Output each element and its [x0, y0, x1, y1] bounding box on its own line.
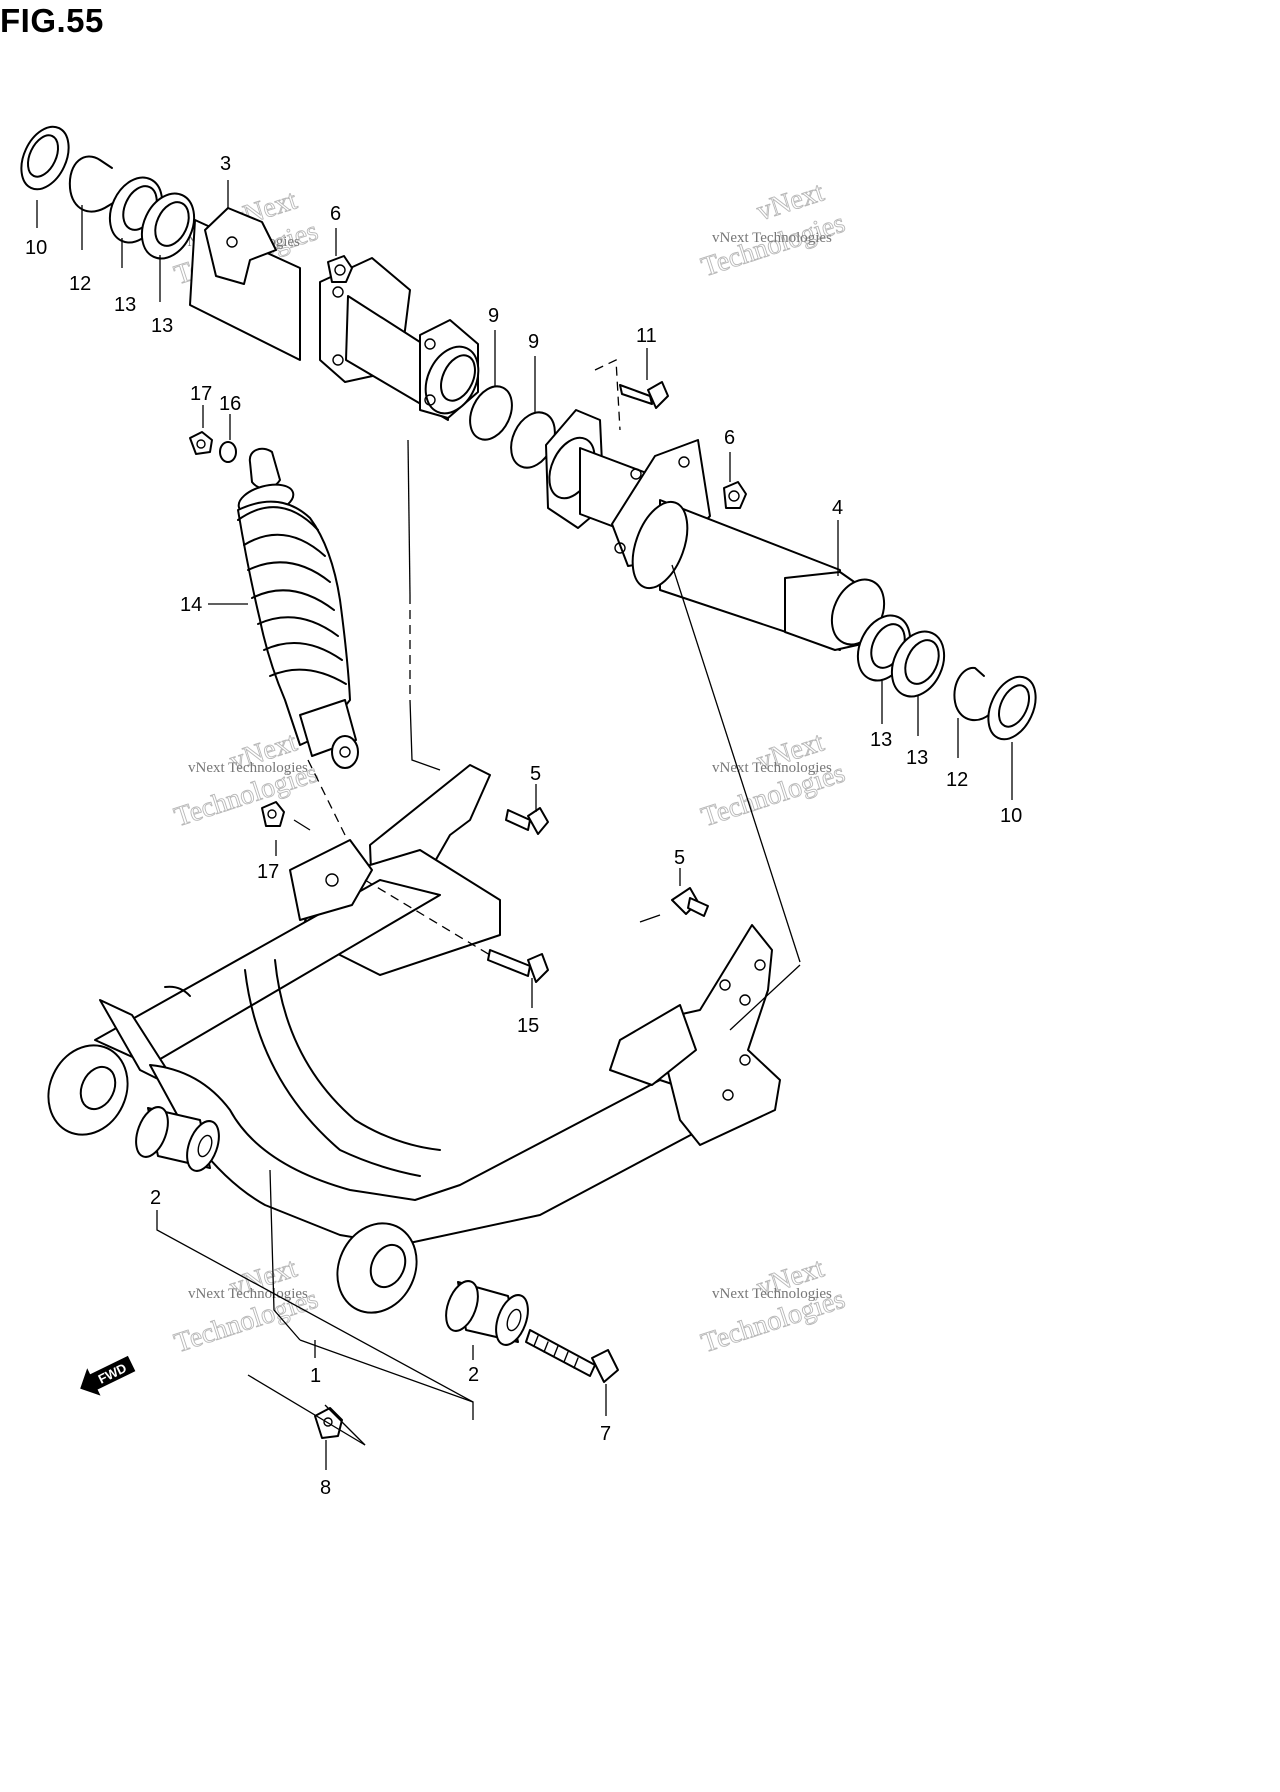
callout-leaders: [36, 180, 1013, 1470]
nut-17-bottom: [261, 801, 285, 827]
callout-2: 2: [150, 1187, 161, 1209]
axle-housing-right: [545, 409, 886, 651]
bushing-left: [135, 1106, 220, 1172]
bolt-11-guide: [594, 358, 621, 431]
callout-13: 13: [114, 294, 136, 316]
watermark-text: vNext Technologies: [712, 1286, 832, 1302]
swing-arm-right-plate: [654, 924, 781, 1146]
callout-2: 2: [468, 1364, 479, 1386]
callout-13: 13: [906, 747, 928, 769]
bearing-right-outer: [890, 630, 946, 698]
nut-right: [723, 481, 747, 509]
callout-12: 12: [69, 273, 91, 295]
callout-1: 1: [310, 1365, 321, 1387]
callout-5: 5: [530, 763, 541, 785]
figure-title: FIG.55: [0, 2, 104, 39]
swing-arm-right-boss: [336, 1222, 418, 1314]
watermark-text: vNext Technologies: [712, 760, 832, 776]
axle-housing-left: [189, 207, 480, 421]
callout-numbers: 10 12 13 13 3 6 9 9 11 6 4 17 16 14 13 1…: [25, 153, 1022, 1499]
watermark-text: vNext Technologies: [188, 760, 308, 776]
swing-arm-body: [149, 1064, 701, 1246]
callout-5: 5: [674, 847, 685, 869]
callout-7: 7: [600, 1423, 611, 1445]
watermark: Technologies vNext: [697, 726, 849, 833]
callout-12: 12: [946, 769, 968, 791]
bearing-left-inner: [140, 192, 196, 260]
callout-3: 3: [220, 153, 231, 175]
right-axle-housing-group: [510, 358, 1037, 741]
callout-4: 4: [832, 497, 843, 519]
callout-11: 11: [636, 325, 657, 347]
callout-10: 10: [25, 237, 47, 259]
washer-16: [219, 441, 237, 463]
callout-6: 6: [724, 427, 735, 449]
circlip-left: [68, 155, 119, 213]
watermark: Technologies vNext: [697, 1252, 849, 1359]
callout-14: 14: [180, 594, 202, 616]
fwd-label: FWD: [96, 1360, 129, 1386]
nut-left: [327, 255, 353, 283]
fwd-arrow-icon: FWD: [80, 1355, 136, 1396]
bolt-11: [619, 381, 669, 409]
oil-seal-right: [987, 675, 1037, 741]
callout-6: 6: [330, 203, 341, 225]
oil-seal-left: [20, 125, 70, 191]
watermark: Technologies vNext: [170, 1252, 322, 1359]
callout-13: 13: [151, 315, 173, 337]
bolt-5-upper: [505, 807, 549, 835]
callout-8: 8: [320, 1477, 331, 1499]
watermark-text: vNext Technologies: [188, 1286, 308, 1302]
left-axle-housing-group: [20, 125, 513, 441]
swing-arm-left-boss: [47, 1044, 129, 1136]
swing-arm-right-tab: [609, 1004, 697, 1086]
callout-17: 17: [257, 861, 279, 883]
bolt-15: [487, 949, 549, 983]
callout-16: 16: [219, 393, 241, 415]
callout-15: 15: [517, 1015, 539, 1037]
callout-13: 13: [870, 729, 892, 751]
callout-17: 17: [190, 383, 212, 405]
callout-9: 9: [488, 305, 499, 327]
swing-arm: [47, 764, 781, 1314]
watermark: Technologies vNext: [697, 176, 849, 283]
watermark-text: vNext Technologies: [712, 230, 832, 246]
o-ring-left: [469, 385, 513, 441]
bolt-7: [525, 1329, 619, 1383]
shock-absorber: [189, 431, 359, 836]
callout-10: 10: [1000, 805, 1022, 827]
nut-17-top: [189, 431, 213, 455]
callout-9: 9: [528, 331, 539, 353]
bushing-right: [445, 1280, 529, 1346]
swing-arm-bracket-lower: [289, 839, 373, 921]
bolt-5-lower: [671, 887, 709, 917]
